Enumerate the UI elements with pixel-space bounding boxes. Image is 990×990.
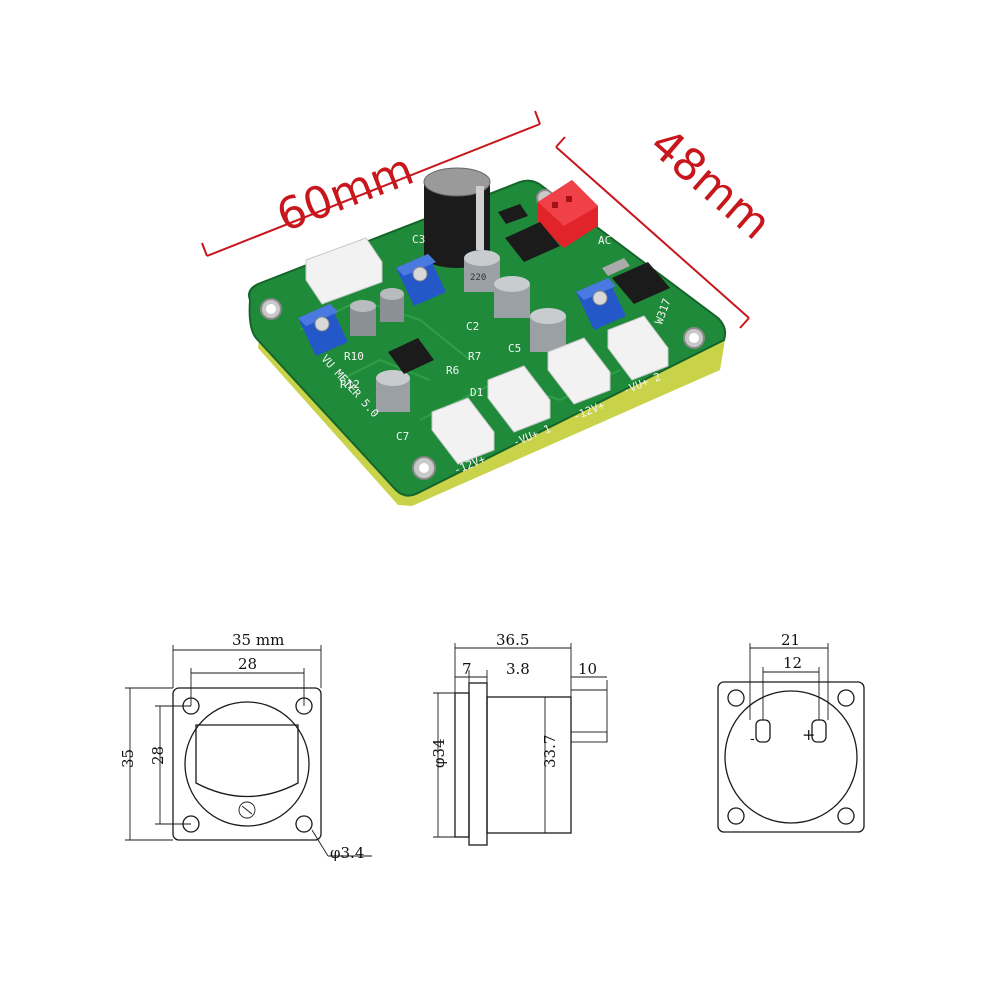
small-capacitor bbox=[380, 288, 404, 322]
silk-c3: C3 bbox=[412, 233, 425, 246]
rear-plus-label: + bbox=[802, 725, 815, 744]
small-capacitor bbox=[494, 276, 530, 318]
rear-inner-label: 12 bbox=[783, 654, 802, 672]
side-length-label: 36.5 bbox=[496, 631, 529, 649]
side-view-drawing: 36.5 7 3.8 10 φ34 33.7 bbox=[430, 631, 608, 846]
front-view-drawing: 35 mm 28 35 28 φ3.4 bbox=[119, 631, 372, 862]
top-signal-connector bbox=[305, 237, 383, 305]
side-body-label: 33.7 bbox=[541, 735, 559, 768]
board-length-label: 60mm bbox=[270, 144, 421, 242]
board-width-label: 48mm bbox=[640, 118, 780, 249]
rear-view-drawing: - + 21 12 bbox=[717, 631, 865, 833]
silk-r12: R12 bbox=[340, 378, 360, 391]
regulator-ic bbox=[498, 204, 560, 262]
silk-ac: AC bbox=[598, 234, 611, 247]
ac-power-connector bbox=[538, 180, 598, 248]
trim-potentiometer-middle bbox=[396, 254, 446, 306]
mounting-hole bbox=[260, 298, 282, 320]
silk-r6: R6 bbox=[446, 364, 459, 377]
side-dia-label: φ34 bbox=[430, 738, 448, 768]
front-hole-span-label: 28 bbox=[238, 655, 257, 673]
small-capacitor bbox=[376, 370, 410, 412]
front-width-label: 35 mm bbox=[232, 631, 284, 649]
mounting-hole bbox=[683, 327, 705, 349]
silk-c2: C2 bbox=[466, 320, 479, 333]
front-height-label: 35 bbox=[119, 749, 137, 768]
opamp-ic bbox=[388, 338, 434, 374]
w317-regulator-ic bbox=[602, 258, 670, 304]
connector-vu-2 bbox=[607, 315, 669, 381]
silk-c7: C7 bbox=[396, 430, 409, 443]
pcb-board: 220 bbox=[248, 167, 727, 506]
connector-12v-left bbox=[431, 397, 495, 465]
side-flange-label: 7 bbox=[462, 660, 472, 678]
rear-minus-label: - bbox=[750, 731, 755, 747]
connector-12v-middle bbox=[547, 337, 611, 405]
trim-potentiometer-right bbox=[576, 278, 626, 330]
small-capacitor bbox=[350, 300, 376, 336]
trim-potentiometer-left bbox=[298, 304, 348, 356]
small-capacitor bbox=[530, 308, 566, 352]
side-terminal-label: 10 bbox=[578, 660, 597, 678]
rear-outer-label: 21 bbox=[781, 631, 800, 649]
cap-value: 220 bbox=[470, 273, 486, 283]
silk-r7: R7 bbox=[468, 350, 481, 363]
silk-c5: C5 bbox=[508, 342, 521, 355]
connector-vu-1 bbox=[487, 365, 551, 433]
silk-r10: R10 bbox=[344, 350, 364, 363]
front-inner-height-label: 28 bbox=[149, 746, 167, 765]
mounting-hole bbox=[412, 456, 436, 480]
silk-d1: D1 bbox=[470, 386, 483, 399]
front-hole-dia-label: φ3.4 bbox=[330, 844, 364, 862]
side-gap-label: 3.8 bbox=[506, 660, 530, 678]
